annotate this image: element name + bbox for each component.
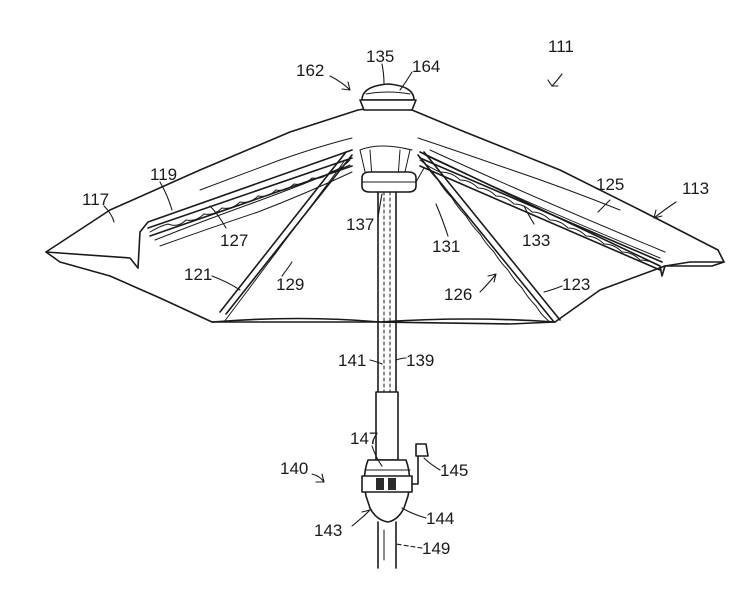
label-135: 135 xyxy=(366,47,394,66)
crank-assembly xyxy=(361,443,429,569)
label-113: 113 xyxy=(682,179,709,198)
label-123: 123 xyxy=(562,275,590,294)
pole xyxy=(375,191,399,461)
label-164: 164 xyxy=(412,57,440,76)
leaders xyxy=(103,63,677,549)
label-162: 162 xyxy=(296,61,324,80)
label-143: 143 xyxy=(314,521,342,540)
label-133: 133 xyxy=(522,231,550,250)
finial xyxy=(359,83,417,111)
label-127: 127 xyxy=(220,231,248,250)
label-139: 139 xyxy=(406,351,434,370)
label-141: 141 xyxy=(338,351,366,370)
label-149: 149 xyxy=(422,539,450,558)
label-131: 131 xyxy=(432,237,460,256)
label-147: 147 xyxy=(350,429,378,448)
label-129: 129 xyxy=(276,275,304,294)
label-111: 111 xyxy=(548,37,574,56)
label-144: 144 xyxy=(426,509,454,528)
label-117: 117 xyxy=(82,190,109,209)
label-137: 137 xyxy=(346,215,374,234)
canopy xyxy=(45,107,725,325)
reference-numerals: 111 162 135 164 113 117 119 125 127 137 … xyxy=(82,37,709,558)
label-125: 125 xyxy=(596,175,624,194)
label-145: 145 xyxy=(440,461,468,480)
label-126: 126 xyxy=(444,285,472,304)
label-140: 140 xyxy=(280,459,308,478)
runner xyxy=(361,167,425,193)
label-121: 121 xyxy=(184,265,212,284)
label-119: 119 xyxy=(150,165,177,184)
